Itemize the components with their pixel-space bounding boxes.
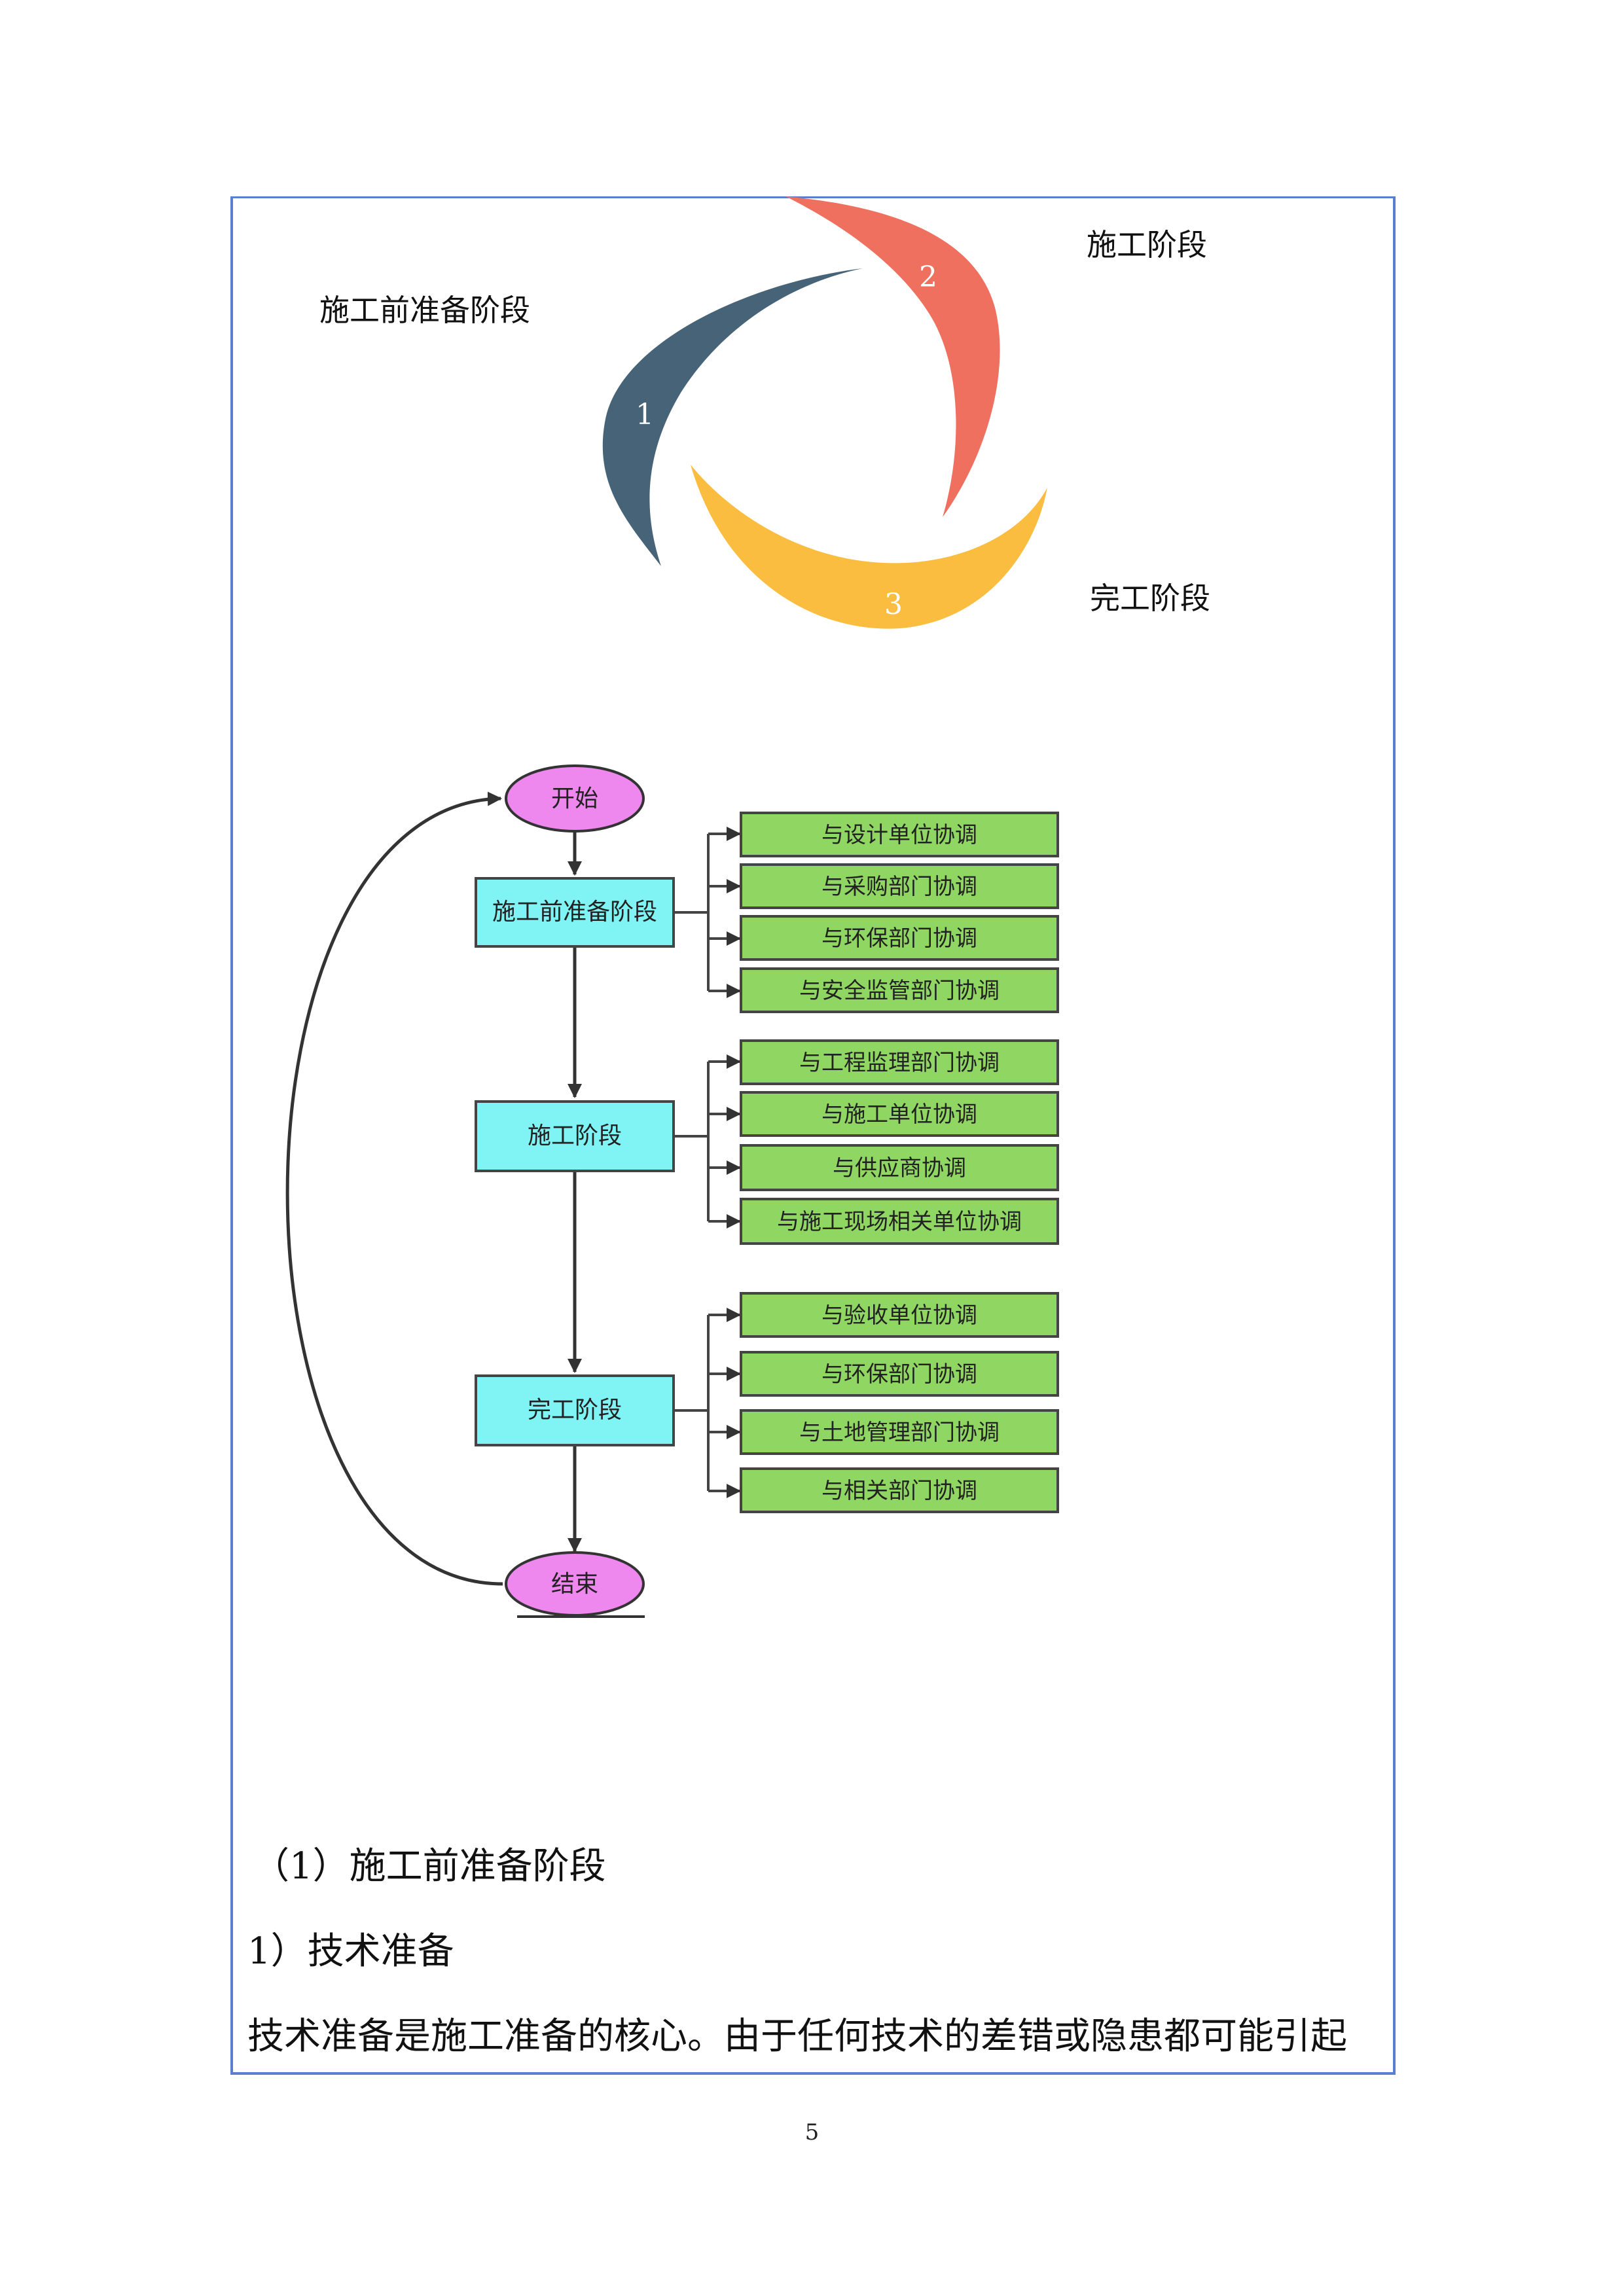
stage-1-label: 施工前准备阶段 <box>319 293 530 328</box>
section-heading: （1）施工前准备阶段 <box>253 1845 606 1888</box>
phase-1-box <box>475 877 675 948</box>
phase-2-box <box>475 1100 675 1172</box>
subsection-heading: 1）技术准备 <box>247 1930 454 1973</box>
stage-1-number: 1 <box>636 398 654 431</box>
start-node <box>505 764 645 833</box>
page-number: 5 <box>804 2119 820 2145</box>
phase-3-coordination-3: 与土地管理部门协调 <box>740 1409 1059 1455</box>
coordination-label: 与安全监管部门协调 <box>799 978 1000 1004</box>
stage-3-label: 完工阶段 <box>1090 581 1210 616</box>
stage-cycle-diagram: 1 2 3 施工前准备阶段 施工阶段 完工阶段 <box>319 196 1210 629</box>
coordination-label: 与土地管理部门协调 <box>799 1420 1000 1446</box>
end-node <box>505 1551 645 1617</box>
coordination-label: 与环保部门协调 <box>821 925 977 952</box>
phase-1-label: 施工前准备阶段 <box>492 899 657 925</box>
content-frame <box>230 196 1396 2075</box>
phase-3-coordination-1: 与验收单位协调 <box>740 1292 1059 1338</box>
phase-3-coordination-2: 与环保部门协调 <box>740 1351 1059 1397</box>
coordination-label: 与相关部门协调 <box>821 1478 977 1504</box>
phase-2-coordination-4: 与施工现场相关单位协调 <box>740 1198 1059 1245</box>
stage-1-petal <box>602 268 863 566</box>
loop-back-connector <box>285 791 503 1586</box>
phase-3-label: 完工阶段 <box>528 1397 622 1424</box>
phase-1-coordination-1: 与设计单位协调 <box>740 812 1059 857</box>
coordination-label: 与工程监理部门协调 <box>799 1050 1000 1076</box>
coordination-label: 与施工单位协调 <box>821 1102 977 1128</box>
phase-3-coordination-4: 与相关部门协调 <box>740 1467 1059 1513</box>
phase-1-coordination-2: 与采购部门协调 <box>740 863 1059 909</box>
coordination-label: 与供应商协调 <box>833 1155 966 1181</box>
body-paragraph: 技术准备是施工准备的核心。由于任何技术的差错或隐患都可能引起 <box>247 2015 1347 2058</box>
stage-3-number: 3 <box>884 588 903 621</box>
coordination-label: 与设计单位协调 <box>821 822 977 848</box>
phase-2-coordination-2: 与施工单位协调 <box>740 1091 1059 1137</box>
phase-1-coordination-4: 与安全监管部门协调 <box>740 967 1059 1013</box>
phase-1-coordination-3: 与环保部门协调 <box>740 915 1059 961</box>
coordination-label: 与验收单位协调 <box>821 1302 977 1329</box>
start-node-label: 开始 <box>551 785 598 812</box>
stage-2-number: 2 <box>919 260 937 294</box>
coordination-label: 与施工现场相关单位协调 <box>777 1209 1022 1235</box>
coordination-flowchart: 开始 结束 施工前准备阶段 施工阶段 完工阶段 与设计单位协调 与采购部门协调 … <box>285 764 1059 1618</box>
end-node-label: 结束 <box>551 1571 598 1598</box>
coordination-label: 与采购部门协调 <box>821 874 977 900</box>
phase-2-coordination-1: 与工程监理部门协调 <box>740 1039 1059 1085</box>
stage-2-petal <box>785 196 1000 517</box>
stage-2-label: 施工阶段 <box>1087 227 1207 262</box>
phase-2-coordination-3: 与供应商协调 <box>740 1144 1059 1191</box>
stage-3-petal <box>691 465 1047 629</box>
phase-2-label: 施工阶段 <box>528 1122 622 1149</box>
coordination-label: 与环保部门协调 <box>821 1361 977 1388</box>
